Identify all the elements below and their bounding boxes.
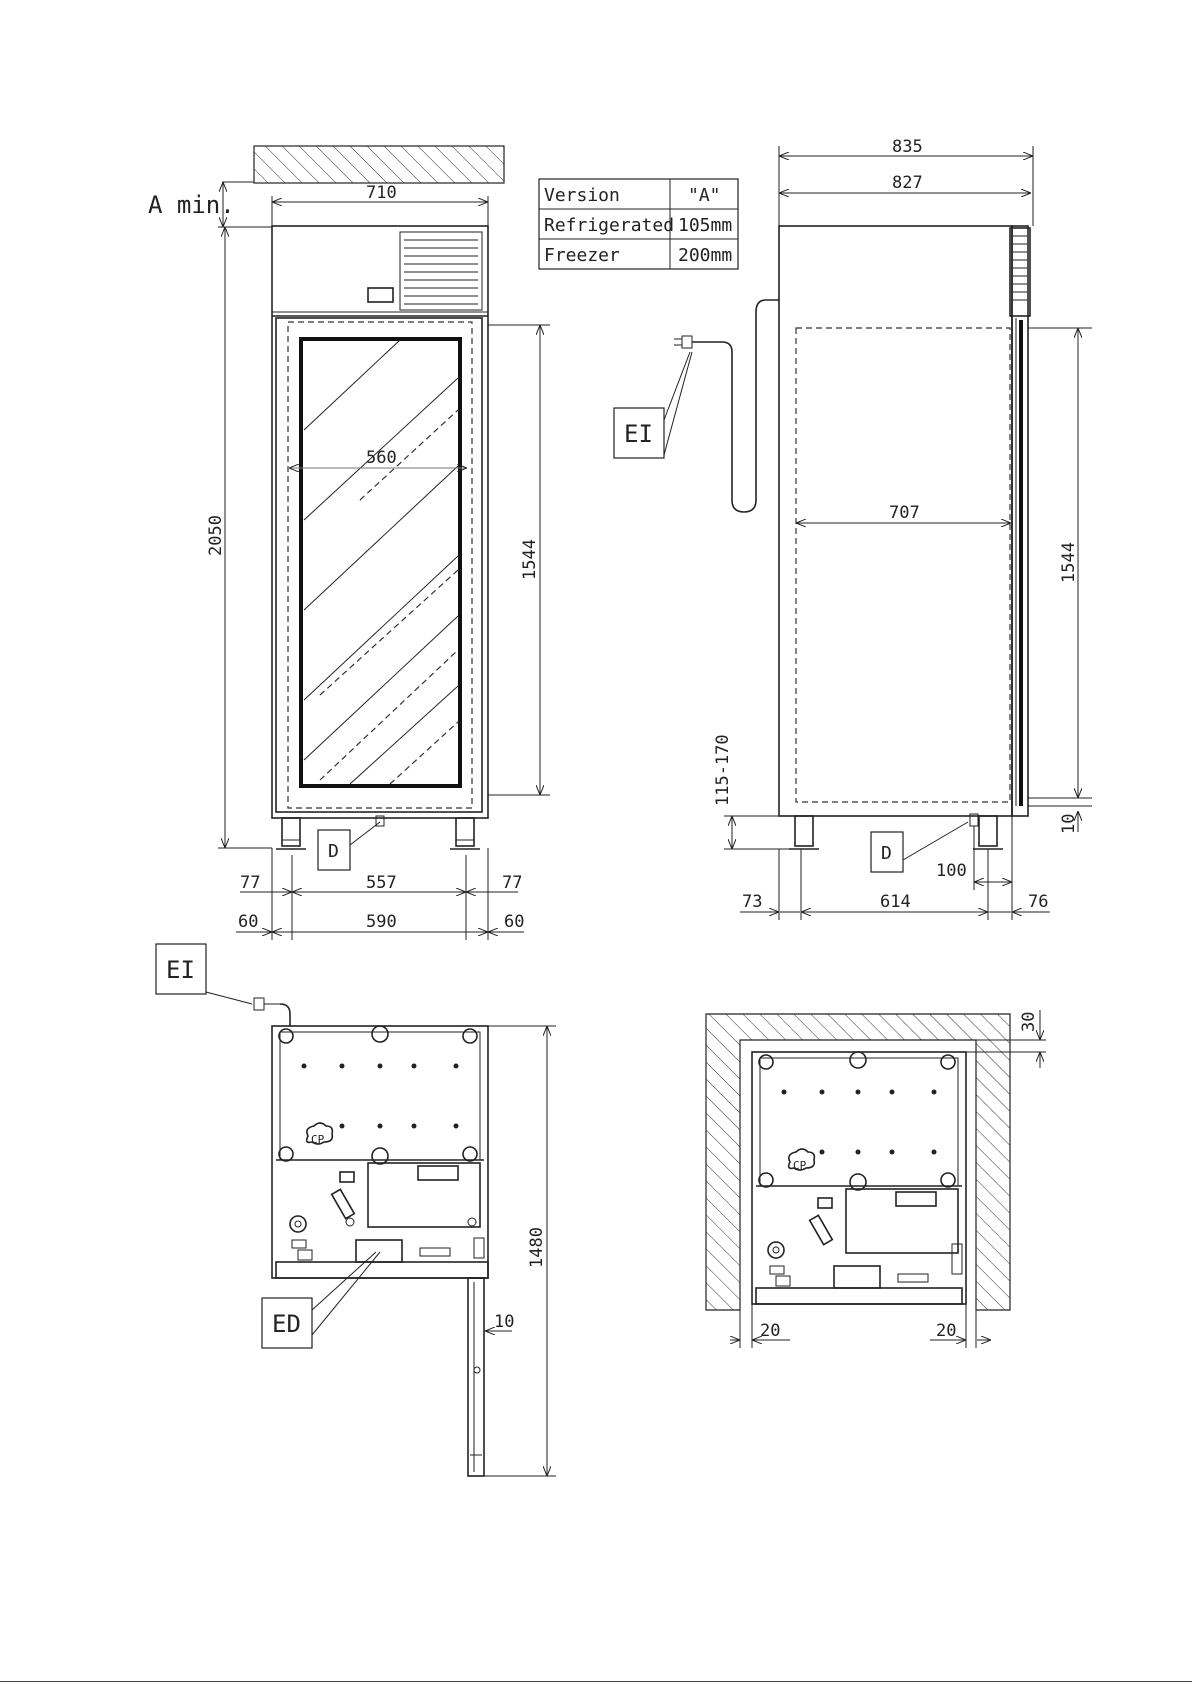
table-row-value: 105mm xyxy=(678,215,732,236)
top-corners xyxy=(279,1026,477,1164)
dim-base-span: 590 xyxy=(366,912,397,932)
top-view: EI CP xyxy=(156,944,556,1476)
dim-width-top: 710 xyxy=(366,183,397,203)
dim-rear-clearance: 30 xyxy=(1019,1012,1039,1032)
plug-icon xyxy=(674,336,692,348)
dim-depth-overall: 835 xyxy=(892,137,923,157)
front-cabinet xyxy=(272,226,488,818)
side-drain-tag: D xyxy=(881,843,892,864)
front-feet xyxy=(276,816,480,849)
dim-foot-span: 614 xyxy=(880,892,911,912)
dim-door-open-depth: 1480 xyxy=(527,1227,547,1268)
top-open-door xyxy=(468,1278,484,1476)
dim-door-height: 1544 xyxy=(520,539,540,580)
top-holes xyxy=(302,1064,459,1129)
top-cp-label: CP xyxy=(311,1133,325,1146)
side-inner-outline xyxy=(796,328,1010,802)
dim-feet-right: 77 xyxy=(502,873,522,893)
dim-right-clearance: 20 xyxy=(936,1321,956,1341)
dim-feet-height: 115-170 xyxy=(713,734,733,806)
front-door xyxy=(276,318,482,812)
page-bottom-rule xyxy=(0,1681,1192,1682)
front-grille xyxy=(400,232,482,310)
install-corners xyxy=(759,1052,955,1190)
table-row-value: 200mm xyxy=(678,245,732,266)
a-min-label: A min. xyxy=(148,191,235,219)
dim-foot-front: 73 xyxy=(742,892,762,912)
installation-view: CP 30 20 20 xyxy=(706,1010,1046,1348)
side-grille xyxy=(1010,228,1030,316)
install-holes xyxy=(782,1090,937,1155)
glass-reflection-lines xyxy=(304,340,458,784)
top-electric-tag: ED xyxy=(272,1310,301,1338)
dim-base-right: 60 xyxy=(504,912,524,932)
front-view: A min. 710 xyxy=(148,146,550,940)
ceiling-hatch xyxy=(254,146,504,183)
dim-feet-left: 77 xyxy=(240,873,260,893)
dim-feet-span: 557 xyxy=(366,873,397,893)
table-header-label: Version xyxy=(544,185,620,206)
front-drain-tag: D xyxy=(328,841,339,862)
dim-drain-offset: 100 xyxy=(936,861,967,881)
power-cable xyxy=(692,300,779,512)
top-electric-box xyxy=(368,1163,480,1227)
side-plug-tag: EI xyxy=(624,420,653,448)
top-plug-icon xyxy=(254,998,280,1010)
table-row-label: Freezer xyxy=(544,245,620,266)
table-row-label: Refrigerated xyxy=(544,215,674,236)
dim-side-door-height: 1544 xyxy=(1059,542,1079,583)
version-table: Version "A" Refrigerated 105mm Freezer 2… xyxy=(539,179,738,269)
dim-depth-body: 827 xyxy=(892,173,923,193)
dim-inner-depth: 707 xyxy=(889,503,920,523)
dim-height-total: 2050 xyxy=(206,515,226,556)
dim-base-left: 60 xyxy=(238,912,258,932)
table-header-value: "A" xyxy=(688,185,721,206)
top-plug-tag: EI xyxy=(166,956,195,984)
side-grille-slots xyxy=(1013,236,1027,300)
dim-door-gap: 10 xyxy=(1059,814,1079,834)
front-glass xyxy=(301,339,460,786)
dim-left-clearance: 20 xyxy=(760,1321,780,1341)
dim-glass-width: 560 xyxy=(366,448,397,468)
dim-door-clearance: 10 xyxy=(494,1312,514,1332)
top-components xyxy=(290,1172,484,1262)
install-components xyxy=(768,1198,962,1288)
install-cp-label: CP xyxy=(793,1159,807,1172)
dim-foot-rear: 76 xyxy=(1028,892,1048,912)
front-display xyxy=(368,288,393,302)
